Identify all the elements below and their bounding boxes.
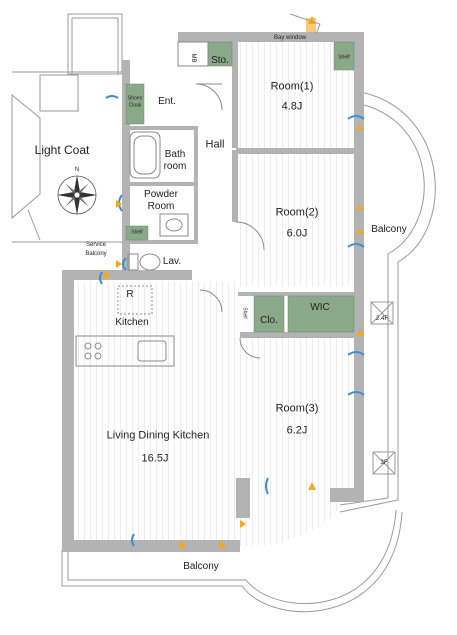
room2-size: 6.0J [286, 227, 308, 240]
shoes-cloak-label-line2: Cloak [128, 102, 142, 109]
service-balcony-label-line2: Balcony [85, 251, 107, 257]
balcony-right-area [339, 91, 436, 513]
room-floors [72, 42, 360, 546]
balcony-bottom-area [61, 509, 403, 613]
walls [62, 32, 364, 552]
hall-label: Hall [205, 138, 225, 151]
lavatory-label: Lav. [162, 256, 182, 267]
refrigerator-label: R [126, 289, 134, 300]
bathroom-label-line2: room [163, 161, 187, 172]
fixtures [75, 41, 265, 367]
bathroom-label-line1: Bath [164, 149, 186, 160]
room3-name: Room(3) [275, 402, 319, 415]
powder-room-label-line1: Powder [144, 189, 178, 200]
room3-size: 6.2J [286, 424, 308, 437]
bay-window-label: Bay window [273, 35, 307, 41]
bay-window [289, 13, 321, 35]
hall-shelf-label: Shelf [241, 307, 248, 319]
closet-label: Clo. [260, 315, 278, 326]
light-coat-area [11, 13, 125, 243]
shoes-cloak-label-line1: Shoes [127, 95, 143, 102]
service-balcony-label-line1: Service [85, 242, 107, 248]
ceiling-height-24f-label: 2.4F [375, 316, 389, 322]
powder-room-label-line2: Room [147, 201, 175, 212]
compass-north-label: N [74, 167, 80, 173]
ldk-size: 16.5J [141, 452, 169, 465]
light-coat-label: Light Coat [34, 143, 90, 157]
room1-name: Room(1) [270, 80, 314, 93]
mb-label: MB [190, 53, 196, 63]
balcony-bottom-label: Balcony [183, 561, 219, 572]
entrance-label: Ent. [158, 96, 176, 107]
balcony-right-label: Balcony [371, 224, 407, 235]
storage-label: Sto. [211, 55, 229, 66]
kitchen-label: Kitchen [115, 317, 149, 328]
ceiling-height-3f-label: 3F [380, 460, 388, 466]
room2-name: Room(2) [275, 206, 319, 219]
room1-shelf-label: Shelf [338, 54, 350, 61]
ldk-name: Living Dining Kitchen [106, 429, 210, 442]
room1-size: 4.8J [281, 100, 303, 113]
wic-label: WIC [310, 302, 330, 313]
storage-shelves [125, 41, 355, 333]
airflow-arrows [99, 95, 365, 547]
compass-rose [57, 175, 97, 215]
powder-shelf-label: Shelf [131, 229, 143, 236]
